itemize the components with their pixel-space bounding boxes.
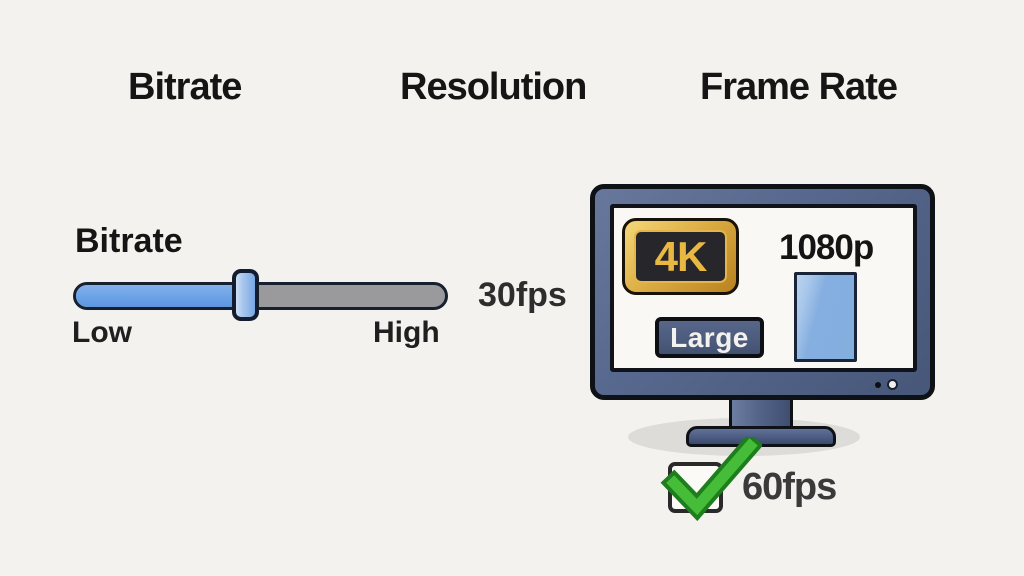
- monitor-power-dot-icon: [875, 382, 881, 388]
- fps-30-label: 30fps: [478, 276, 567, 314]
- resolution-1080p-rectangle: [794, 272, 857, 362]
- bitrate-slider-track[interactable]: [73, 282, 448, 310]
- slider-low-label: Low: [72, 316, 132, 349]
- badge-4k-inner: 4K: [634, 230, 727, 283]
- large-size-button[interactable]: Large: [655, 317, 764, 358]
- header-bitrate: Bitrate: [128, 66, 242, 108]
- monitor-stand-neck: [729, 400, 793, 430]
- header-resolution: Resolution: [400, 66, 587, 108]
- badge-4k-label: 4K: [654, 232, 708, 280]
- bitrate-slider-thumb[interactable]: [232, 269, 259, 321]
- monitor-power-led-icon: [887, 379, 898, 390]
- fps-60-label: 60fps: [742, 466, 837, 508]
- bitrate-slider-label: Bitrate: [75, 222, 183, 260]
- slider-high-label: High: [373, 316, 440, 349]
- large-size-button-label: Large: [670, 321, 749, 353]
- header-frame-rate: Frame Rate: [700, 66, 898, 108]
- badge-4k[interactable]: 4K: [622, 218, 739, 295]
- resolution-1080p-label: 1080p: [779, 228, 874, 267]
- checkmark-icon: [660, 437, 762, 521]
- bitrate-slider-fill: [76, 285, 252, 307]
